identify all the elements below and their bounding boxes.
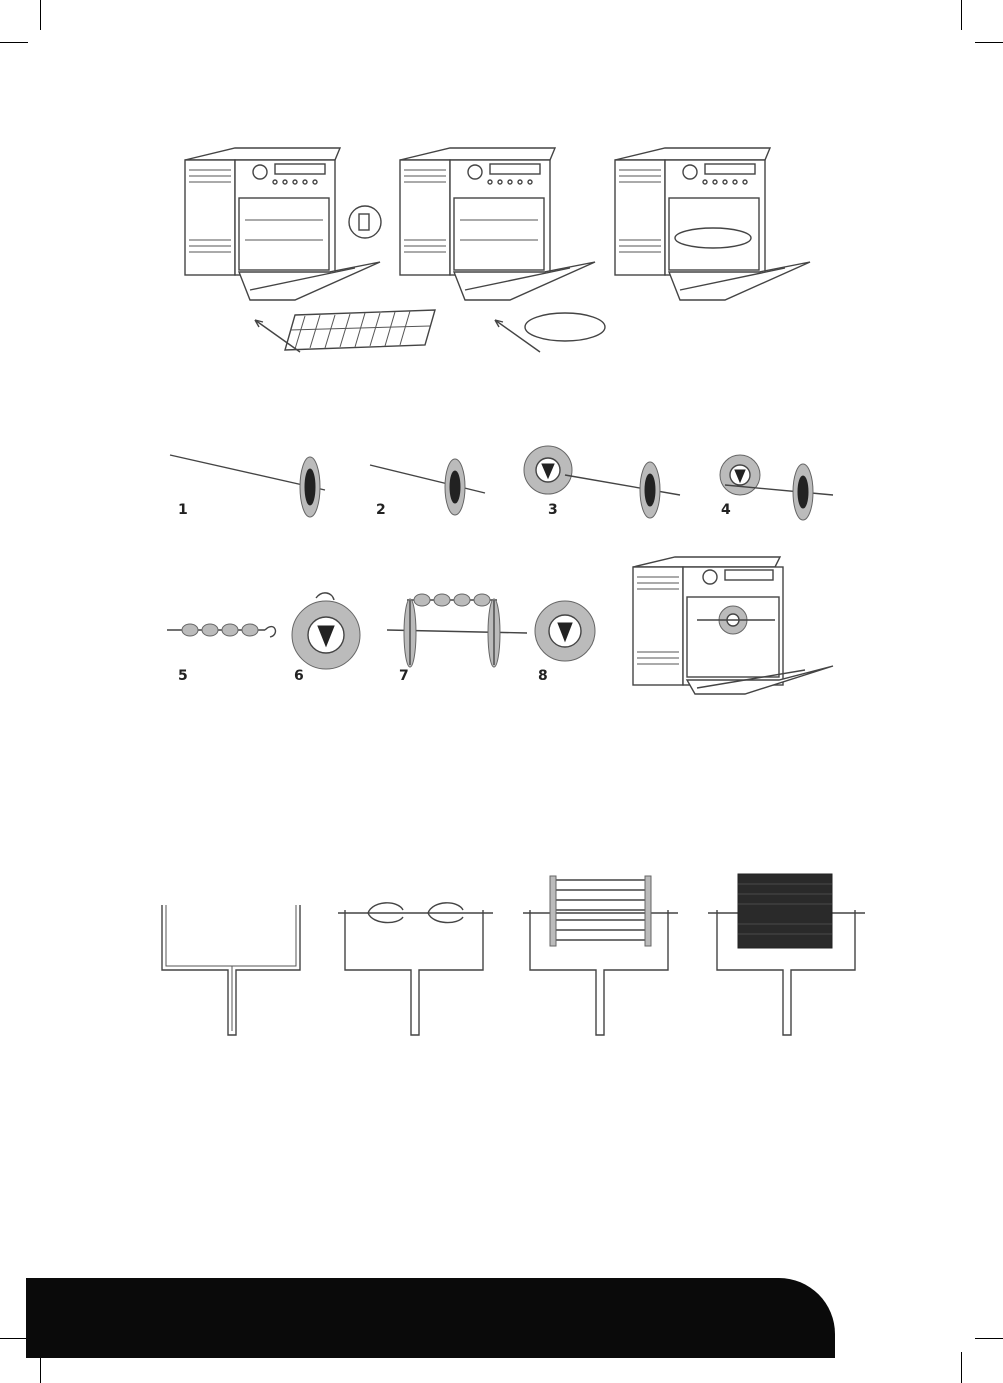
step-label: 2: [376, 502, 386, 518]
step-label: 8: [538, 668, 548, 684]
crop-mark: [975, 1338, 1003, 1339]
oven-with-tray-installed-figure: [605, 140, 825, 320]
crop-mark: [40, 0, 41, 30]
oven-with-tray-figure: [390, 140, 630, 360]
handle-with-mesh-basket-figure: [705, 870, 870, 1040]
footer-bar: [26, 1278, 835, 1358]
step-label: 3: [548, 502, 558, 518]
oven-with-rotisserie-figure: [625, 552, 840, 697]
step-label: 4: [721, 502, 731, 518]
handle-tool-figure: [150, 895, 315, 1040]
crop-mark: [961, 1352, 962, 1383]
crop-mark: [0, 1338, 28, 1339]
step-6-figure: [288, 590, 368, 675]
step-label: 1: [178, 502, 188, 518]
handle-with-basket-frame-figure: [518, 870, 683, 1040]
crop-mark: [961, 0, 962, 30]
step-label: 6: [294, 668, 304, 684]
step-8-figure: [530, 595, 600, 665]
step-5-figure: [165, 615, 285, 645]
step-4-figure: [715, 450, 840, 525]
step-label: 5: [178, 668, 188, 684]
crop-mark: [975, 42, 1003, 43]
step-7-figure: [382, 585, 532, 675]
step-1-figure: [165, 445, 340, 525]
crop-mark: [0, 42, 28, 43]
handle-with-skewers-figure: [333, 895, 498, 1040]
step-label: 7: [399, 668, 409, 684]
step-3-figure: [520, 440, 690, 525]
